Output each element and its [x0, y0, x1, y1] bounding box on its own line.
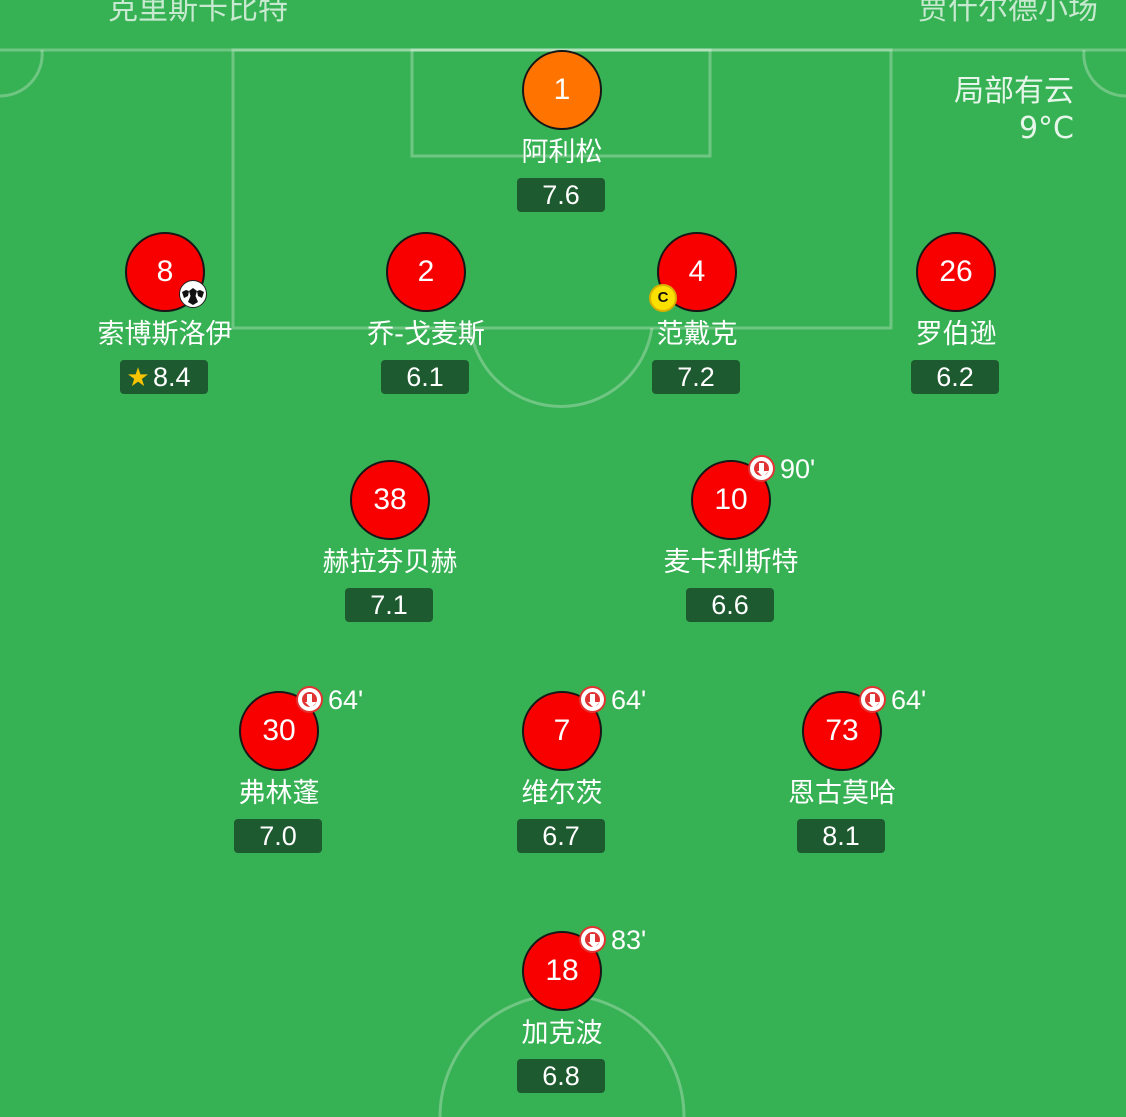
- player-name: 弗林蓬: [238, 778, 320, 809]
- sub-off-icon: [859, 686, 886, 713]
- player-jersey[interactable]: 26: [916, 232, 996, 312]
- goalkeeper-jersey[interactable]: 1: [522, 50, 602, 130]
- player-name: 索博斯洛伊: [97, 319, 233, 350]
- player-alisson[interactable]: 1 阿利松 7.6: [472, 50, 652, 220]
- player-szoboszlai[interactable]: 8 索博斯洛伊 ★ 8.4: [75, 232, 255, 402]
- player-robertson[interactable]: 26 罗伯逊 6.2: [866, 232, 1046, 402]
- weather-temperature: 9°C: [1018, 110, 1074, 146]
- player-jersey[interactable]: 2: [386, 232, 466, 312]
- player-rating: 6.1: [381, 360, 469, 394]
- substitution-time: 90': [780, 454, 816, 484]
- player-gravenberch[interactable]: 38 赫拉芬贝赫 7.1: [300, 460, 480, 630]
- player-rating: 7.6: [517, 178, 605, 212]
- substitution-time: 83': [611, 925, 647, 955]
- player-name: 范戴克: [656, 319, 738, 350]
- captain-badge-icon: C: [649, 284, 677, 312]
- weather-info: 局部有云 9°C: [954, 74, 1074, 147]
- player-rating-value: 8.4: [153, 362, 191, 392]
- player-name: 赫拉芬贝赫: [322, 547, 458, 578]
- player-name: 恩古莫哈: [788, 778, 896, 809]
- soccer-ball-icon: [181, 282, 205, 306]
- player-rating: 7.1: [345, 588, 433, 622]
- substitution-time: 64': [328, 685, 364, 715]
- player-rating: 6.2: [911, 360, 999, 394]
- player-rating: ★ 8.4: [120, 360, 208, 394]
- player-van-dijk[interactable]: 4 C 范戴克 7.2: [607, 232, 787, 402]
- player-rating: 6.6: [686, 588, 774, 622]
- player-name: 罗伯逊: [915, 319, 997, 350]
- sub-off-icon: [748, 455, 775, 482]
- soccer-ball-icon: [179, 280, 207, 308]
- player-wirtz[interactable]: 7 64' 维尔茨 6.7: [472, 685, 652, 861]
- player-frimpong[interactable]: 30 64' 弗林蓬 7.0: [189, 685, 369, 861]
- player-mac-allister[interactable]: 10 90' 麦卡利斯特 6.6: [641, 454, 821, 630]
- player-name: 麦卡利斯特: [663, 547, 799, 578]
- player-ngumoha[interactable]: 73 64' 恩古莫哈 8.1: [752, 685, 932, 861]
- sub-off-icon: [579, 926, 606, 953]
- weather-condition: 局部有云: [954, 74, 1074, 109]
- player-name: 维尔茨: [521, 778, 603, 809]
- player-rating: 7.2: [652, 360, 740, 394]
- player-rating: 6.7: [517, 819, 605, 853]
- substitution-time: 64': [891, 685, 927, 715]
- away-team-header-text: 贾什尔德小场: [918, 0, 1098, 27]
- star-icon: ★: [126, 362, 150, 392]
- player-jersey[interactable]: 38: [350, 460, 430, 540]
- player-gakpo[interactable]: 18 83' 加克波 6.8: [472, 925, 652, 1101]
- player-rating: 8.1: [797, 819, 885, 853]
- player-joe-gomez[interactable]: 2 乔-戈麦斯 6.1: [336, 232, 516, 402]
- player-rating: 6.8: [517, 1059, 605, 1093]
- player-jersey[interactable]: 8: [125, 232, 205, 312]
- player-rating: 7.0: [234, 819, 322, 853]
- sub-off-icon: [296, 686, 323, 713]
- substitution-time: 64': [611, 685, 647, 715]
- home-team-header-text: 克里斯卡比特: [108, 0, 288, 27]
- player-name: 乔-戈麦斯: [367, 319, 485, 350]
- player-name: 加克波: [521, 1018, 603, 1049]
- player-name: 阿利松: [521, 137, 603, 168]
- sub-off-icon: [579, 686, 606, 713]
